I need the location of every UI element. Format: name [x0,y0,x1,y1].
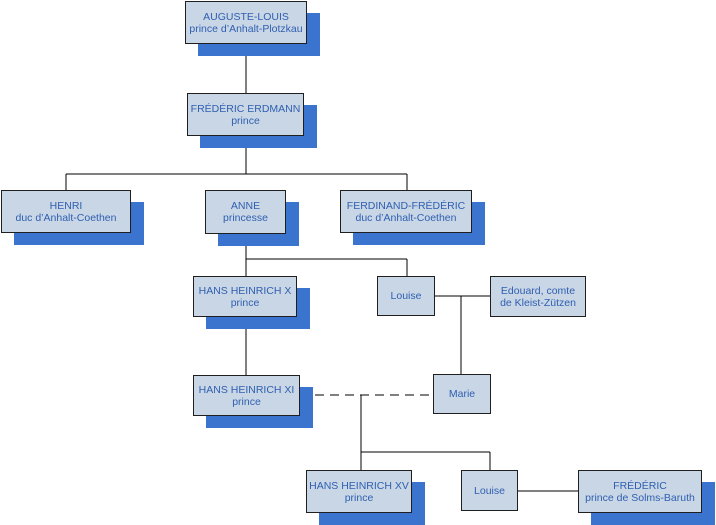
node-title: prince d’Anhalt-Plotzkau [189,22,303,35]
node-box: ANNE princesse [205,190,286,234]
node-title: prince [232,395,261,408]
node-name: HANS HEINRICH XI [198,383,295,396]
node-title: duc d’Anhalt-Coethen [15,211,117,224]
node-box: FRÉDÉRIC prince de Solms-Baruth [578,470,702,513]
node-name: Marie [448,388,476,400]
node-box: Louise [377,276,435,316]
node-box: HANS HEINRICH X prince [193,276,297,317]
node-name: FRÉDÉRIC ERDMANN [190,102,301,115]
node-box: HENRI duc d’Anhalt-Coethen [1,190,131,233]
node-name: Louise [474,484,505,497]
node-title: prince de Solms-Baruth [585,491,695,504]
node-box: HANS HEINRICH XI prince [193,375,300,416]
node-name: HENRI [49,199,83,212]
node-title: prince [344,491,374,504]
node-title: prince [230,296,260,309]
node-name: FERDINAND-FRÉDÉRIC [346,199,466,212]
node-name: HANS HEINRICH X [198,284,292,297]
node-title: prince [231,114,260,127]
node-title: princesse [223,212,268,224]
node-box: Edouard, comte de Kleist-Zützen [490,276,586,317]
node-box: Marie [433,374,491,414]
node-box: FRÉDÉRIC ERDMANN prince [187,93,304,136]
node-box: HANS HEINRICH XV prince [306,470,412,513]
node-title: duc d’Anhalt-Coethen [355,211,457,224]
node-name: FRÉDÉRIC [613,479,667,492]
node-title: de Kleist-Zützen [500,296,576,309]
node-name: Louise [390,290,422,302]
node-box: FERDINAND-FRÉDÉRIC duc d’Anhalt-Coethen [340,190,472,233]
node-name: ANNE [230,200,261,212]
node-box: AUGUSTE-LOUIS prince d’Anhalt-Plotzkau [185,1,307,44]
node-name: HANS HEINRICH XV [309,479,409,492]
node-box: Louise [461,470,518,511]
node-name: Edouard, comte [500,284,576,297]
node-name: AUGUSTE-LOUIS [203,10,289,23]
